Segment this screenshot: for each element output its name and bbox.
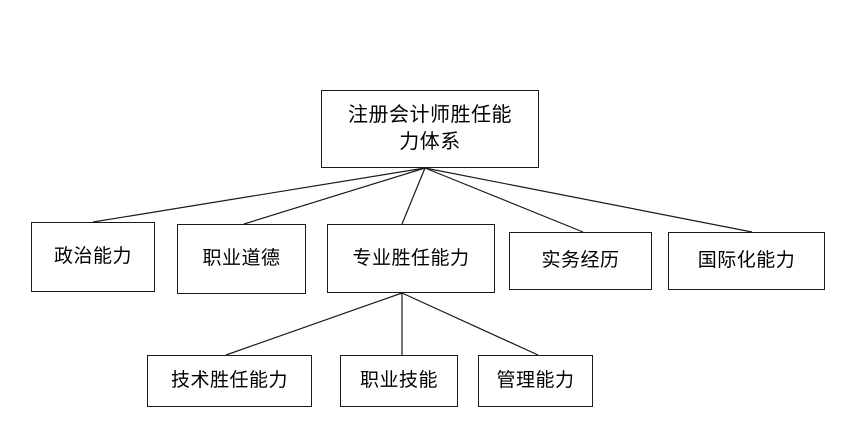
- node-technical-competency-label: 技术胜任能力: [170, 370, 288, 392]
- edge-root-to-international: [424, 167, 753, 233]
- node-management-capability-label: 管理能力: [496, 370, 575, 392]
- node-internationalization-capability-label: 国际化能力: [697, 250, 796, 272]
- edge-professional-to-technical: [225, 292, 403, 356]
- node-practical-experience[interactable]: 实务经历: [509, 232, 652, 290]
- node-professional-skills[interactable]: 职业技能: [340, 355, 458, 407]
- edge-root-to-political: [92, 167, 426, 223]
- edge-root-to-professional: [401, 167, 426, 225]
- node-professional-skills-label: 职业技能: [359, 370, 438, 392]
- edge-professional-to-management: [401, 292, 539, 356]
- node-root-cpa-competency-system[interactable]: 注册会计师胜任能 力体系: [321, 90, 539, 168]
- node-professional-competency[interactable]: 专业胜任能力: [327, 224, 495, 293]
- node-professional-ethics[interactable]: 职业道德: [177, 224, 306, 294]
- node-root-label: 注册会计师胜任能 力体系: [348, 104, 512, 153]
- node-technical-competency[interactable]: 技术胜任能力: [147, 355, 312, 407]
- node-professional-ethics-label: 职业道德: [202, 248, 281, 270]
- node-professional-competency-label: 专业胜任能力: [352, 247, 470, 269]
- node-internationalization-capability[interactable]: 国际化能力: [668, 232, 825, 290]
- node-practical-experience-label: 实务经历: [541, 250, 620, 272]
- node-political-capability[interactable]: 政治能力: [31, 222, 155, 292]
- node-political-capability-label: 政治能力: [53, 246, 132, 268]
- node-management-capability[interactable]: 管理能力: [478, 355, 593, 407]
- edge-root-to-experience: [424, 167, 584, 233]
- edge-root-to-ethics: [243, 167, 426, 225]
